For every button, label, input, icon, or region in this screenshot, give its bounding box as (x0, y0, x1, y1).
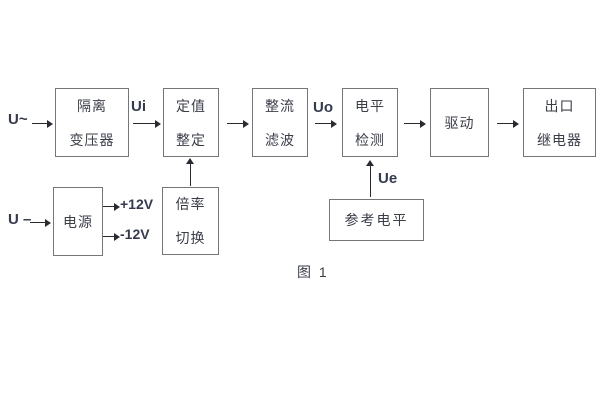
arrow-ac-input-to-isolation-transformer (32, 119, 53, 128)
block-label: 滤波 (265, 131, 295, 148)
arrow-dc-input-to-power-supply (30, 218, 51, 227)
block-label: 出口 (544, 97, 575, 114)
block-label: 电源 (63, 213, 93, 230)
figure-caption: 图 1 (297, 264, 329, 280)
block-power-supply: 电源 (53, 187, 103, 256)
block-label: 继电器 (537, 131, 582, 148)
block-reference-level: 参考电平 (329, 199, 424, 241)
block-label: 整流 (265, 97, 295, 114)
block-label: 定值 (176, 97, 206, 114)
block-rectifier-filter: 整流 滤波 (252, 88, 308, 157)
block-drive: 驱动 (430, 88, 489, 157)
block-output-relay: 出口 继电器 (523, 88, 596, 157)
block-label: 参考电平 (344, 212, 409, 228)
block-ratio-switch: 倍率 切换 (162, 187, 219, 255)
arrow-reference-level-to-level-detection (366, 160, 374, 197)
label-minus-12v: -12V (120, 226, 150, 242)
block-value-setting: 定值 整定 (163, 88, 219, 157)
block-label: 隔离 (77, 97, 107, 114)
label-plus-12v: +12V (120, 196, 154, 212)
block-label: 切换 (175, 230, 206, 246)
arrow-drive-to-output-relay (497, 119, 519, 128)
block-label: 变压器 (69, 131, 115, 148)
block-label: 整定 (176, 131, 206, 148)
block-level-detection: 电平 检测 (342, 88, 398, 157)
block-label: 电平 (355, 97, 385, 114)
arrow-value-setting-to-rectifier-filter (227, 119, 249, 128)
arrow-level-detection-to-drive (404, 119, 426, 128)
block-label: 检测 (355, 131, 385, 148)
block-label: 倍率 (175, 196, 206, 212)
arrow-power-supply-plus12v (103, 202, 120, 211)
arrow-rectifier-filter-to-level-detection (315, 119, 337, 128)
label-uo-signal: Uo (313, 99, 333, 116)
arrow-ratio-switch-to-value-setting (186, 158, 194, 186)
block-isolation-transformer: 隔离 变压器 (55, 88, 129, 157)
label-dc-input: U – (8, 211, 32, 228)
label-ui-signal: Ui (131, 98, 146, 115)
arrow-isolation-transformer-to-value-setting (133, 119, 161, 128)
arrow-power-supply-minus12v (103, 232, 120, 241)
label-ac-input: U~ (8, 111, 28, 128)
label-ue-signal: Ue (378, 170, 398, 187)
block-label: 驱动 (444, 114, 475, 131)
